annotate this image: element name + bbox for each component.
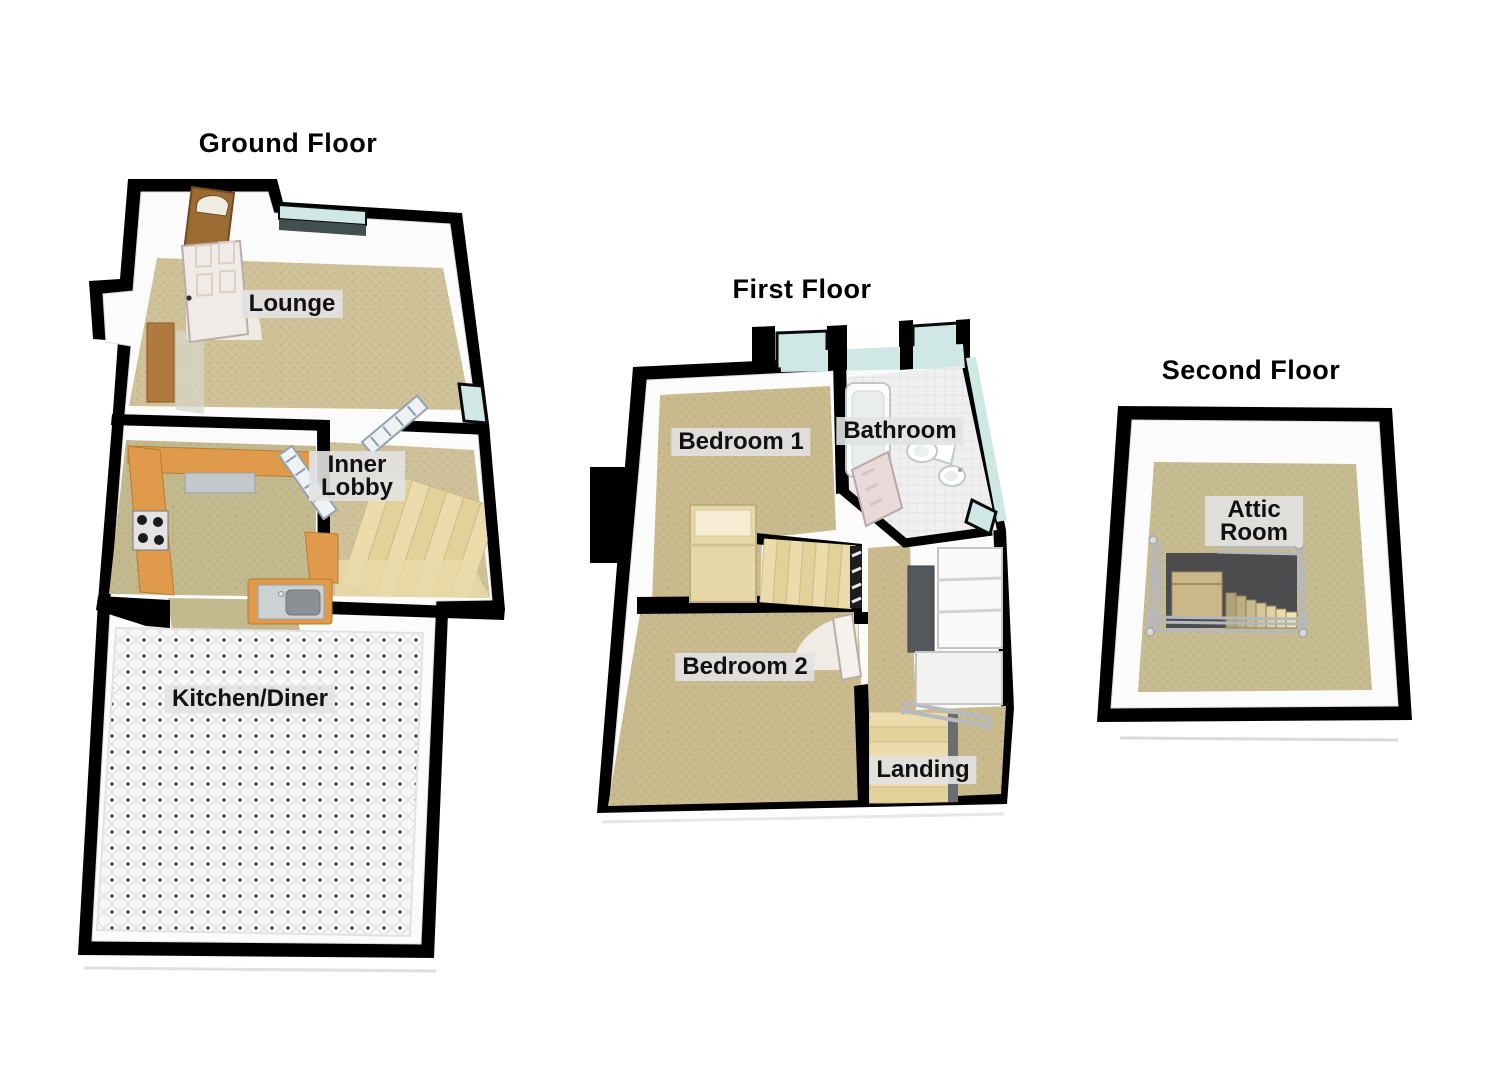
room-label-attic: Attic Room	[1205, 496, 1303, 546]
room-label-bathroom: Bathroom	[836, 417, 964, 445]
sink-unit	[247, 578, 333, 625]
second-floor-title: Second Floor	[1161, 355, 1341, 385]
first-floor-plan	[590, 319, 1014, 824]
first-floor-title: First Floor	[732, 274, 872, 304]
bathroom-corner-window	[964, 497, 998, 537]
interior-door	[180, 239, 250, 344]
bedroom2-door	[831, 612, 863, 682]
second-shadow	[1119, 736, 1399, 742]
sideboard	[146, 322, 204, 414]
ground-floor-plan	[78, 179, 505, 973]
first-shadow	[601, 812, 1005, 824]
first-chimney	[590, 467, 628, 563]
room-label-lounge: Lounge	[241, 290, 343, 318]
bed	[689, 504, 757, 603]
cupboard	[907, 547, 1003, 705]
kitchen-counter	[127, 445, 339, 596]
second-floor-plan	[1097, 406, 1412, 742]
front-door	[182, 185, 236, 260]
lounge-side-window	[457, 382, 489, 425]
stove	[132, 510, 169, 551]
ground-floor-title: Ground Floor	[198, 128, 378, 158]
bathroom-door	[850, 450, 904, 528]
room-label-kitchen-diner: Kitchen/Diner	[164, 685, 336, 713]
handrail	[901, 701, 992, 730]
loft-railing	[1146, 540, 1308, 636]
first-mullion	[900, 343, 913, 370]
room-label-landing: Landing	[869, 756, 977, 784]
kitchen-diner-floor	[95, 626, 425, 938]
glazed-door	[360, 394, 429, 456]
room-label-inner-lobby: Inner Lobby	[309, 451, 405, 501]
first-top-glass	[780, 344, 965, 372]
ground-shadow	[83, 966, 437, 973]
first-right-glass	[966, 357, 1007, 522]
basin	[938, 465, 966, 487]
lounge-top-window	[278, 203, 367, 236]
room-label-bedroom1: Bedroom 1	[671, 428, 811, 456]
attic-cabinet	[1171, 571, 1223, 619]
first-staircase-down	[759, 538, 862, 610]
room-label-bedroom2: Bedroom 2	[675, 653, 815, 681]
